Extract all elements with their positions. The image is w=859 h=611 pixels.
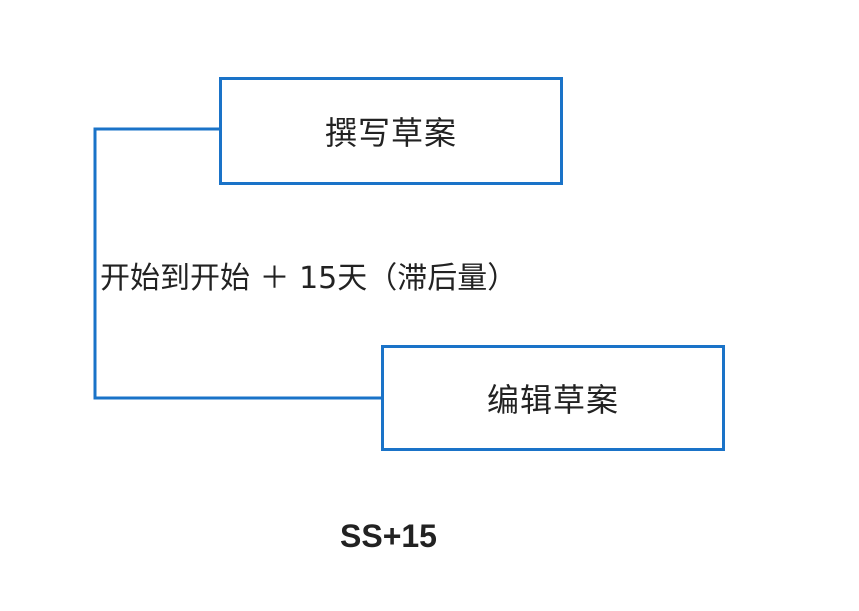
start-to-start-link (93, 127, 382, 400)
predecessor-task-label: 撰写草案 (324, 114, 457, 152)
predecessor-task-box: 撰写草案 (219, 77, 563, 185)
dependency-notation: SS+15 (340, 518, 437, 554)
successor-task-label: 编辑草案 (486, 381, 619, 419)
relationship-label: 开始到开始 ＋ 15天（滞后量） (100, 261, 518, 296)
successor-task-box: 编辑草案 (381, 345, 725, 451)
